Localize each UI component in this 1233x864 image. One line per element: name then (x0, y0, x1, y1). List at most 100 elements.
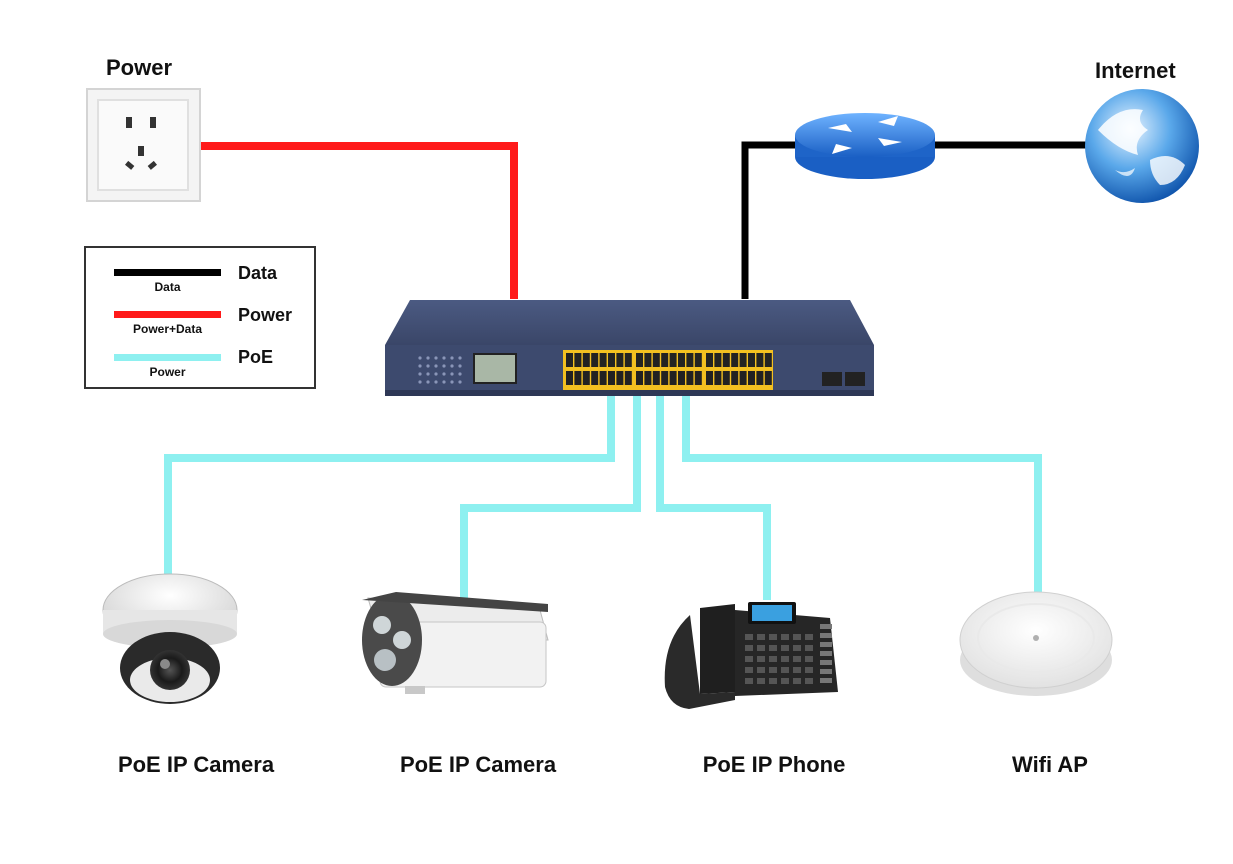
switch-port (764, 371, 772, 385)
switch-led (458, 356, 462, 360)
switch-led (418, 380, 422, 384)
switch-port (678, 371, 685, 385)
switch-port (706, 371, 713, 385)
switch-port (636, 371, 643, 385)
globe-icon (1085, 89, 1199, 203)
switch-port (636, 353, 643, 367)
legend-data-line (114, 269, 221, 276)
switch-led (418, 356, 422, 360)
phone-key (805, 634, 813, 640)
switch-port (608, 371, 615, 385)
switch-led (434, 364, 438, 368)
device-label-dome-camera: PoE IP Camera (117, 752, 275, 777)
phone-key (820, 633, 832, 638)
phone-key (769, 634, 777, 640)
phone-key (805, 645, 813, 651)
legend-poe-caption: Power (149, 365, 186, 379)
switch-port (694, 353, 702, 367)
switch-port (574, 353, 582, 367)
switch-port (748, 371, 755, 385)
switch-port (694, 371, 702, 385)
phone-key (805, 678, 813, 684)
phone-key (820, 678, 832, 683)
switch-port (714, 371, 722, 385)
phone-key (769, 678, 777, 684)
power-source-label: Power (106, 55, 173, 80)
switch-led (434, 372, 438, 376)
phone-key (745, 678, 753, 684)
switch-led (426, 364, 430, 368)
phone-key (769, 656, 777, 662)
switch-port (644, 371, 652, 385)
switch-port (756, 371, 764, 385)
phone-key (793, 678, 801, 684)
phone-key (820, 660, 832, 665)
device-label-wifi-ap: Wifi AP (1012, 752, 1088, 777)
switch-led (450, 356, 454, 360)
switch-port (582, 353, 590, 367)
phone-key (781, 656, 789, 662)
switch-port (616, 371, 624, 385)
switch-led (450, 372, 454, 376)
switch-port (739, 371, 747, 385)
switch-port (748, 353, 755, 367)
switch-port (706, 353, 713, 367)
switch-port (722, 371, 730, 385)
switch-port (652, 371, 660, 385)
switch-led (450, 364, 454, 368)
switch-port (599, 371, 607, 385)
switch-port (764, 353, 772, 367)
switch-port (661, 371, 669, 385)
phone-key (757, 645, 765, 651)
legend-power-caption: Power+Data (132, 322, 203, 336)
phone-key (769, 667, 777, 673)
bullet-camera-icon (362, 592, 549, 694)
switch-led (434, 380, 438, 384)
switch-port (731, 371, 739, 385)
power-socket-icon (86, 88, 201, 202)
switch-port (644, 353, 652, 367)
switch-port (608, 353, 615, 367)
switch-port (714, 353, 722, 367)
wifi-ap-icon (959, 591, 1113, 696)
phone-key (745, 656, 753, 662)
dome-camera-icon (102, 573, 238, 704)
legend: Data Data Power Power+Data PoE Power (84, 246, 316, 389)
switch-port (678, 353, 685, 367)
switch-led (426, 372, 430, 376)
switch-led (426, 356, 430, 360)
switch-port (599, 353, 607, 367)
legend-data-name: Data (238, 263, 278, 283)
switch-port (731, 353, 739, 367)
switch-port (669, 353, 677, 367)
switch-led (442, 372, 446, 376)
phone-key (820, 624, 832, 629)
switch-port (591, 371, 599, 385)
legend-power-name: Power (238, 305, 293, 325)
switch-port (756, 353, 764, 367)
switch-led (458, 364, 462, 368)
phone-key (805, 667, 813, 673)
phone-key (820, 651, 832, 656)
switch-led (418, 372, 422, 376)
phone-key (757, 656, 765, 662)
ip-phone-icon (664, 602, 838, 709)
switch-port (661, 353, 669, 367)
switch-port (616, 353, 624, 367)
phone-key (745, 667, 753, 673)
switch-port (591, 353, 599, 367)
legend-data-caption: Data (154, 280, 181, 294)
switch-led (458, 372, 462, 376)
switch-led (442, 380, 446, 384)
switch-port (739, 353, 747, 367)
phone-key (793, 645, 801, 651)
switch-port (574, 371, 582, 385)
switch-port (686, 353, 694, 367)
legend-poe-line (114, 354, 221, 361)
switch-led (426, 380, 430, 384)
phone-key (781, 634, 789, 640)
phone-key (781, 667, 789, 673)
phone-key (781, 645, 789, 651)
device-label-bullet-camera: PoE IP Camera (399, 752, 557, 777)
